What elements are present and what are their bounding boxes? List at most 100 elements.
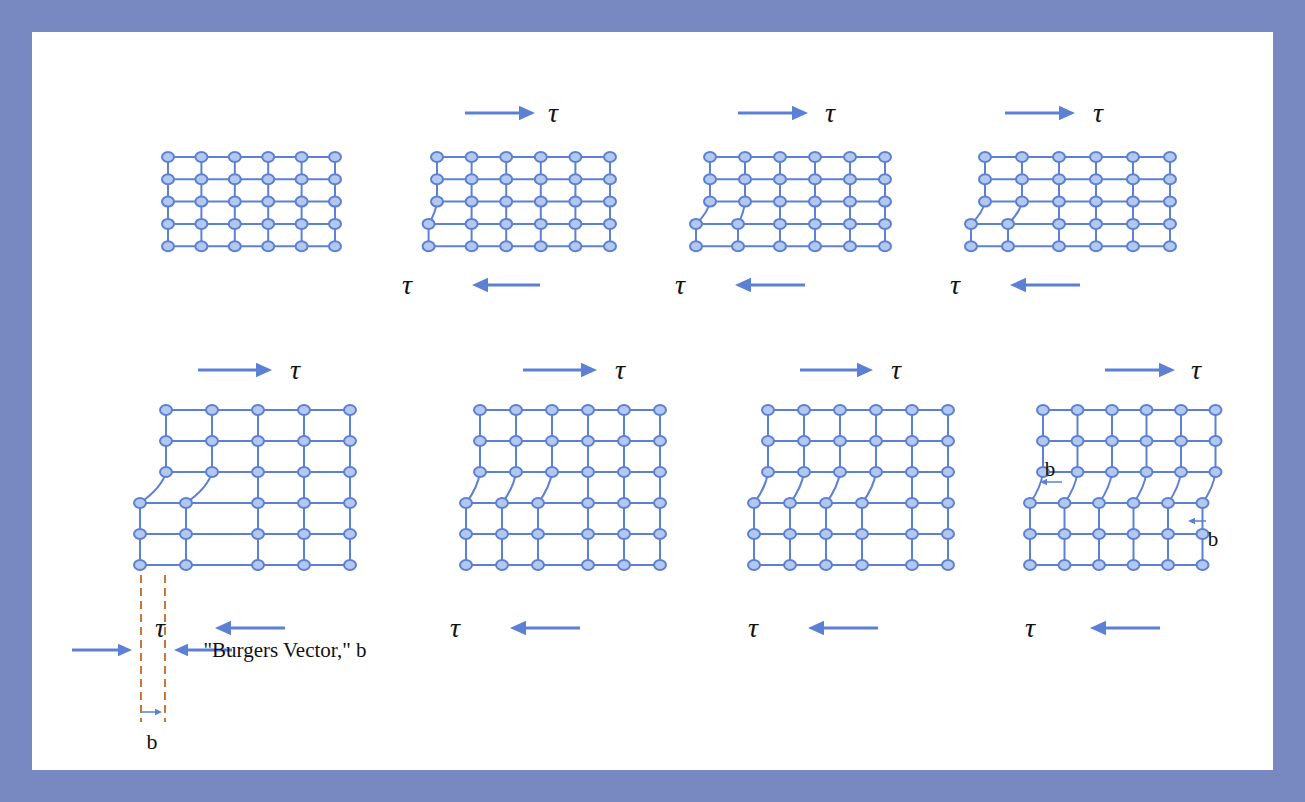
atom — [1053, 197, 1065, 207]
atom — [809, 219, 821, 229]
atom — [431, 152, 443, 162]
atom — [1164, 241, 1176, 251]
atom — [569, 241, 581, 251]
atom — [906, 529, 918, 539]
lattice-bond — [1008, 223, 1059, 225]
atom — [474, 405, 486, 415]
atom — [1128, 560, 1140, 570]
atom — [654, 405, 666, 415]
atom — [500, 241, 512, 251]
atom — [296, 174, 308, 184]
atom — [1053, 174, 1065, 184]
atom — [532, 560, 544, 570]
atom — [748, 529, 760, 539]
atom — [618, 405, 630, 415]
arrow-head — [1059, 106, 1075, 120]
atom — [942, 529, 954, 539]
burgers-label: b — [1208, 529, 1219, 550]
lattice-bond — [186, 564, 258, 566]
atom — [206, 467, 218, 477]
atom — [618, 560, 630, 570]
atom — [1016, 174, 1028, 184]
atom — [1016, 197, 1028, 207]
atom — [732, 219, 744, 229]
atom — [582, 405, 594, 415]
atom — [1164, 197, 1176, 207]
atom — [1197, 560, 1209, 570]
arrow-head — [510, 621, 526, 635]
atom — [298, 405, 310, 415]
atom — [809, 174, 821, 184]
atom — [510, 405, 522, 415]
dashed-guide — [164, 575, 166, 722]
atom — [298, 498, 310, 508]
atom — [252, 529, 264, 539]
atom — [739, 197, 751, 207]
atom — [1037, 405, 1049, 415]
atom — [906, 405, 918, 415]
atom — [739, 152, 751, 162]
atom — [844, 197, 856, 207]
stress-label: τ — [748, 614, 758, 642]
arrow-head — [1040, 479, 1047, 485]
atom — [162, 219, 174, 229]
atom — [1059, 498, 1071, 508]
atom — [252, 467, 264, 477]
atom — [535, 174, 547, 184]
arrow-shaft — [738, 112, 792, 115]
burgers-vector-marker — [72, 479, 1206, 722]
atom — [252, 436, 264, 446]
atom — [180, 560, 192, 570]
burgers-label: "Burgers Vector," b — [203, 640, 366, 661]
atom — [1106, 405, 1118, 415]
atom — [535, 219, 547, 229]
lattice-bond — [538, 533, 588, 535]
stress-label: τ — [402, 271, 412, 299]
atom — [344, 405, 356, 415]
arrow-shaft — [1105, 369, 1159, 372]
atom — [474, 467, 486, 477]
atom — [748, 498, 760, 508]
atom — [496, 498, 508, 508]
atom — [569, 219, 581, 229]
atom — [774, 152, 786, 162]
atom — [1093, 498, 1105, 508]
atom — [296, 152, 308, 162]
atom — [965, 241, 977, 251]
atom — [1210, 467, 1222, 477]
atom — [1127, 219, 1139, 229]
atom — [654, 436, 666, 446]
arrow-head — [519, 106, 535, 120]
atom — [979, 174, 991, 184]
atom — [809, 152, 821, 162]
atom — [546, 436, 558, 446]
atom — [856, 498, 868, 508]
atom — [870, 436, 882, 446]
dashed-guide — [140, 575, 142, 722]
atom — [466, 174, 478, 184]
atom — [134, 529, 146, 539]
burgers-label: b — [147, 731, 158, 753]
atom — [582, 498, 594, 508]
atom — [784, 560, 796, 570]
atom — [762, 436, 774, 446]
arrow-shaft — [231, 627, 285, 630]
atom — [820, 529, 832, 539]
atom — [1127, 174, 1139, 184]
atom — [510, 467, 522, 477]
atom — [195, 241, 207, 251]
atom — [690, 241, 702, 251]
atom — [1090, 174, 1102, 184]
atom — [1090, 197, 1102, 207]
stress-label: τ — [450, 614, 460, 642]
atom — [180, 529, 192, 539]
atom — [844, 152, 856, 162]
atom — [298, 436, 310, 446]
atom — [604, 174, 616, 184]
atom — [870, 467, 882, 477]
atom — [1072, 436, 1084, 446]
atom — [618, 529, 630, 539]
atom — [834, 467, 846, 477]
atom — [1053, 241, 1065, 251]
atom — [582, 436, 594, 446]
